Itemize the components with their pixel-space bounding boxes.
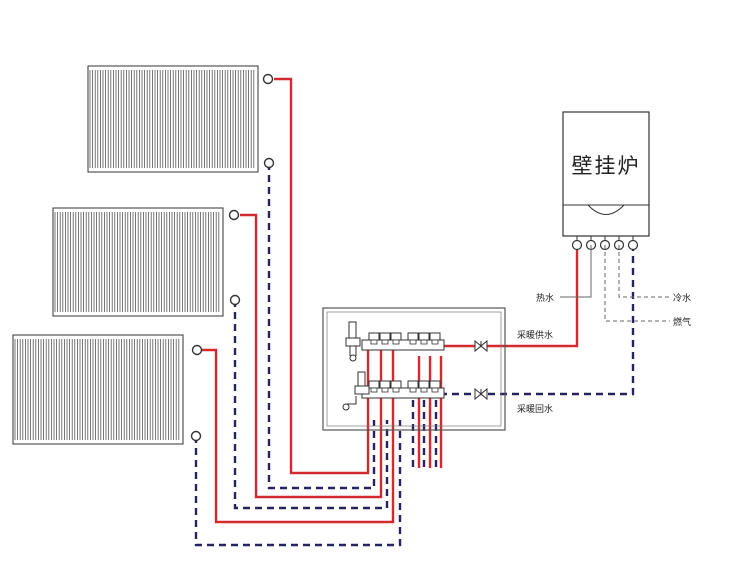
return-pipe-radiator-3 [194, 420, 402, 547]
radiator-1 [87, 65, 259, 173]
manifold-valve-head [368, 332, 380, 341]
hot-water-label: 热水 [536, 292, 554, 304]
return-pipe-boiler [440, 245, 635, 396]
supply-pipe-radiator-3 [202, 348, 395, 524]
manifold-valve-body [392, 387, 400, 393]
manifold-valve-head [407, 380, 419, 389]
gas-label: 燃气 [673, 316, 691, 328]
manifold-valve-body [381, 387, 389, 393]
manifold-valve-body [431, 339, 439, 345]
radiator-2 [52, 207, 224, 317]
return-air-vent [342, 371, 370, 411]
manifold-valve-head [418, 332, 430, 341]
gas-line [604, 245, 670, 322]
hot-water-line [560, 245, 592, 298]
manifold-box-inner [326, 311, 502, 427]
boiler-panel-curve [587, 204, 625, 215]
manifold-valve-head [429, 380, 441, 389]
boiler-connection-ports [571, 236, 639, 251]
manifold-valve-body [409, 339, 417, 345]
manifold-valve-head [418, 380, 430, 389]
connector-supply-radiator-3 [191, 344, 203, 356]
boiler-title: 壁挂炉 [572, 154, 641, 178]
connector-supply-radiator-1 [262, 73, 274, 85]
manifold-box [322, 307, 506, 431]
radiator-3 [12, 334, 184, 445]
manifold-valve-head [429, 332, 441, 341]
return-pipe-radiator-2 [233, 300, 389, 510]
heating-return-label: 采暖回水 [517, 403, 553, 415]
manifold-valve-body [392, 339, 400, 345]
boiler-port [627, 239, 639, 251]
supply-manifold-bar [361, 339, 445, 351]
manifold-valve-head [379, 332, 391, 341]
supply-pipe-radiator-2 [240, 213, 383, 499]
manifold-valve-head [407, 332, 419, 341]
manifold-valve-body [420, 339, 428, 345]
radiator-connectors [190, 73, 275, 442]
cold-water-label: 冷水 [673, 292, 691, 304]
manifold-valve-body [409, 387, 417, 393]
connector-return-radiator-3 [190, 430, 202, 442]
boiler-icon [562, 111, 650, 237]
supply-ball-valve [474, 339, 488, 353]
manifold-valve-body [370, 387, 378, 393]
boiler: 壁挂炉 [562, 111, 650, 251]
manifold-icon [342, 321, 445, 411]
manifold-valve-body [381, 339, 389, 345]
manifold-valve-head [368, 380, 380, 389]
manifold-cabinet [322, 307, 506, 431]
manifold-valve-body [370, 339, 378, 345]
boiler-port [571, 239, 583, 251]
supply-pipe-boiler [440, 245, 579, 348]
connector-return-radiator-1 [263, 157, 275, 169]
manifold-valve-head [390, 380, 402, 389]
manifold-valve-body [431, 387, 439, 393]
return-pipes [194, 163, 635, 547]
supply-air-vent [345, 321, 361, 362]
return-pipe-radiator-1 [267, 163, 376, 490]
cold-water-line [618, 245, 670, 298]
connector-supply-radiator-2 [228, 209, 240, 221]
manifold-valve-body [420, 387, 428, 393]
manifold-valve-head [379, 380, 391, 389]
manifold-valve-head [390, 332, 402, 341]
boiler-aux-lines [560, 245, 670, 322]
heating-supply-label: 采暖供水 [517, 329, 553, 341]
return-ball-valve [474, 387, 488, 401]
connector-return-radiator-2 [229, 294, 241, 306]
supply-pipe-radiator-1 [274, 77, 370, 475]
